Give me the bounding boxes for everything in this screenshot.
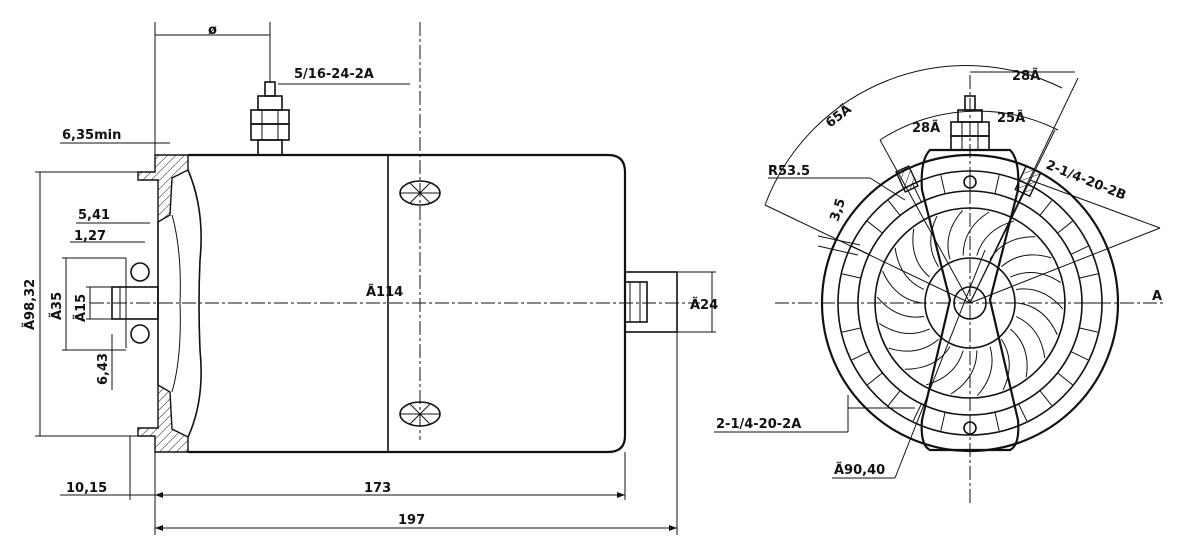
dia-35-label: Ã35 [49, 292, 65, 320]
slot-line [842, 273, 861, 279]
hub-outer [924, 257, 1016, 349]
dim-1-27: 1,27 [74, 229, 106, 244]
axis-letter: A [1152, 289, 1162, 304]
slot-line [851, 351, 870, 361]
armature-winding [882, 270, 923, 304]
dim-10-15: 10,15 [66, 481, 107, 496]
end-flange-lower [137, 383, 189, 453]
armature-winding [1017, 302, 1058, 336]
armature-outer [874, 207, 1066, 399]
thread-label: 5/16-24-2A [294, 67, 374, 82]
armature-winding [962, 211, 990, 256]
length-197: 197 [398, 513, 425, 528]
slot-line [887, 200, 901, 216]
slot-line [1039, 200, 1053, 216]
flange-inner-curve2 [171, 214, 181, 393]
slot-line [1070, 245, 1089, 255]
slot-line [994, 175, 1000, 194]
dim-3-5: 3,5 [828, 197, 849, 224]
slot-line [1079, 327, 1098, 333]
bearing-ball-top [130, 262, 150, 282]
armature-winding [1015, 288, 1064, 310]
flange-diameter-label: Ã98,32 [22, 279, 38, 330]
dim-5-41: 5,41 [78, 208, 110, 223]
armature-winding [930, 215, 939, 267]
slot-line [842, 327, 861, 333]
top-small-label: ø [208, 23, 217, 38]
body-diameter-label: Ã114 [366, 284, 403, 300]
angle-28-outer: 28Ã [1012, 68, 1040, 84]
slot-line [1057, 372, 1073, 386]
shaft-left [111, 286, 159, 320]
angle-28-inner: 28Ã [912, 120, 940, 136]
armature-winding [1001, 254, 1052, 268]
slot-line [940, 175, 946, 194]
angle-25-label: 25Ã [997, 110, 1025, 126]
dia-90-40-label: Ã90,40 [834, 462, 885, 478]
length-173: 173 [364, 481, 391, 496]
armature-winding [947, 209, 964, 260]
slot-line [1057, 220, 1073, 234]
armature-winding [1010, 328, 1028, 378]
shaft-right [624, 271, 678, 333]
thread-b-label: 2-1/4-20-2B [1044, 158, 1129, 204]
arc-65-label: 65Ã [823, 101, 855, 131]
armature-winding [950, 350, 978, 395]
slot-line [994, 412, 1000, 431]
thread-a-label: 2-1/4-20-2A [716, 417, 801, 432]
flange-thickness-label: 6,35min [62, 128, 121, 143]
slot-line [887, 390, 901, 406]
radius-label: R53.5 [768, 164, 810, 179]
end-flange [137, 154, 189, 224]
brush-plate [920, 148, 1020, 452]
shaft-nut [624, 281, 648, 323]
shaft-diameter-label: Ã24 [690, 297, 718, 313]
armature-winding [912, 228, 930, 278]
armature-winding [1001, 339, 1010, 391]
slot-line [1070, 351, 1089, 361]
armature-winding [904, 346, 951, 370]
end-terminal-stud [950, 95, 990, 151]
side-view: ø 5/16-24-2A 6,35min 5,41 1,27 Ã98,32 Ã3… [22, 22, 718, 535]
armature-winding [888, 338, 939, 352]
slot-line [1039, 390, 1053, 406]
armature-winding [1010, 271, 1062, 284]
armature-slots [839, 172, 1101, 434]
slot-line [912, 403, 922, 422]
flange-inner-curve [187, 169, 202, 438]
inner-ring [837, 170, 1103, 436]
dim-6-43: 6,43 [96, 353, 111, 385]
slot-line [867, 372, 883, 386]
bearing-ball-bottom [130, 324, 150, 344]
slot-line [867, 220, 883, 234]
armature-winding [878, 322, 930, 335]
armature-winding [876, 296, 925, 318]
slot-line [1018, 403, 1028, 422]
armature-winding [1015, 316, 1046, 359]
end-view: A 28Ã 65 [714, 65, 1165, 505]
terminal-stud [250, 81, 290, 156]
slot-line [1079, 273, 1098, 279]
armature-winding [976, 346, 993, 397]
armature-winding [894, 247, 925, 290]
slot-line [940, 412, 946, 431]
dia-15-label: Ã15 [73, 294, 89, 322]
